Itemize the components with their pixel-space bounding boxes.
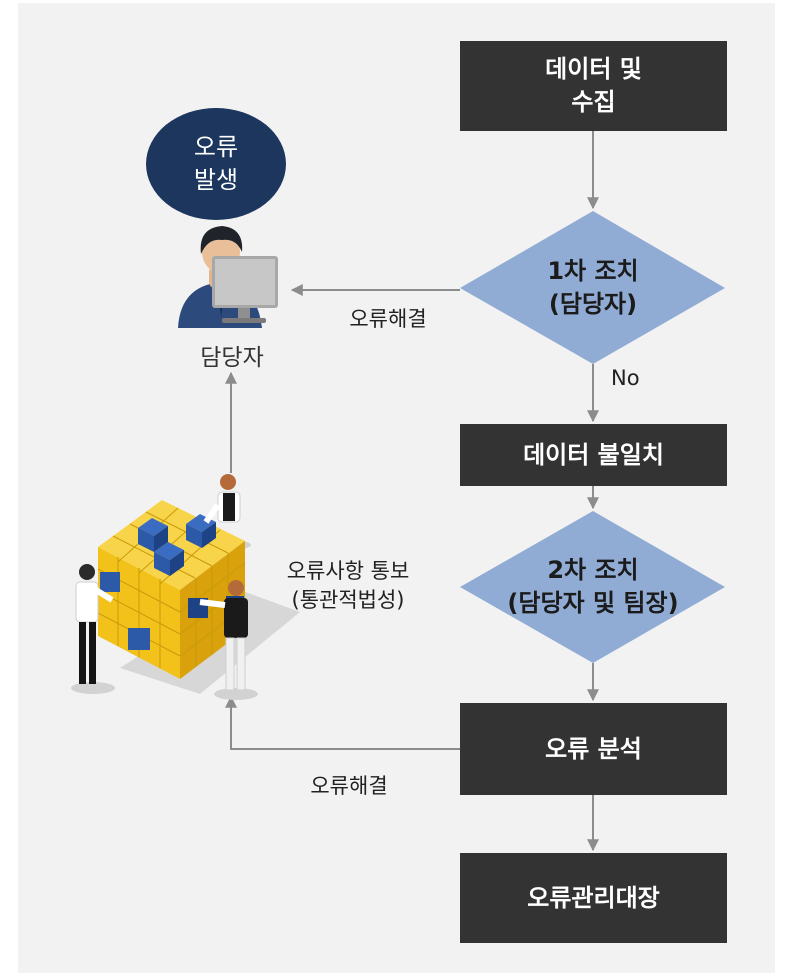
node-data-mismatch: 데이터 불일치 <box>460 424 727 486</box>
person-at-monitor-icon <box>178 226 278 328</box>
second-action-diamond <box>460 511 725 663</box>
diagram-background <box>18 3 775 973</box>
cube-team-illustration <box>71 474 300 700</box>
node-first-action: 1차 조치 (담당자) <box>547 257 639 318</box>
node-data-collect: 데이터 및 수집 <box>460 41 727 131</box>
first-action-diamond <box>460 211 725 364</box>
edge-label-notify: 오류사항 통보 (통관적법성) <box>286 559 410 612</box>
edge-label-no: No <box>611 366 640 390</box>
edge-label-resolve-bottom: 오류해결 <box>310 774 388 798</box>
node-second-action: 2차 조치 (담당자 및 팀장) <box>507 556 679 617</box>
node-error-ledger: 오류관리대장 <box>460 853 727 943</box>
error-occurred-bubble: 오류 발생 <box>146 108 286 220</box>
arrow-analysis-to-cube <box>225 695 460 750</box>
person-label: 담당자 <box>200 345 264 371</box>
node-error-analysis: 오류 분석 <box>460 703 727 795</box>
edge-label-resolve-top: 오류해결 <box>349 307 427 331</box>
